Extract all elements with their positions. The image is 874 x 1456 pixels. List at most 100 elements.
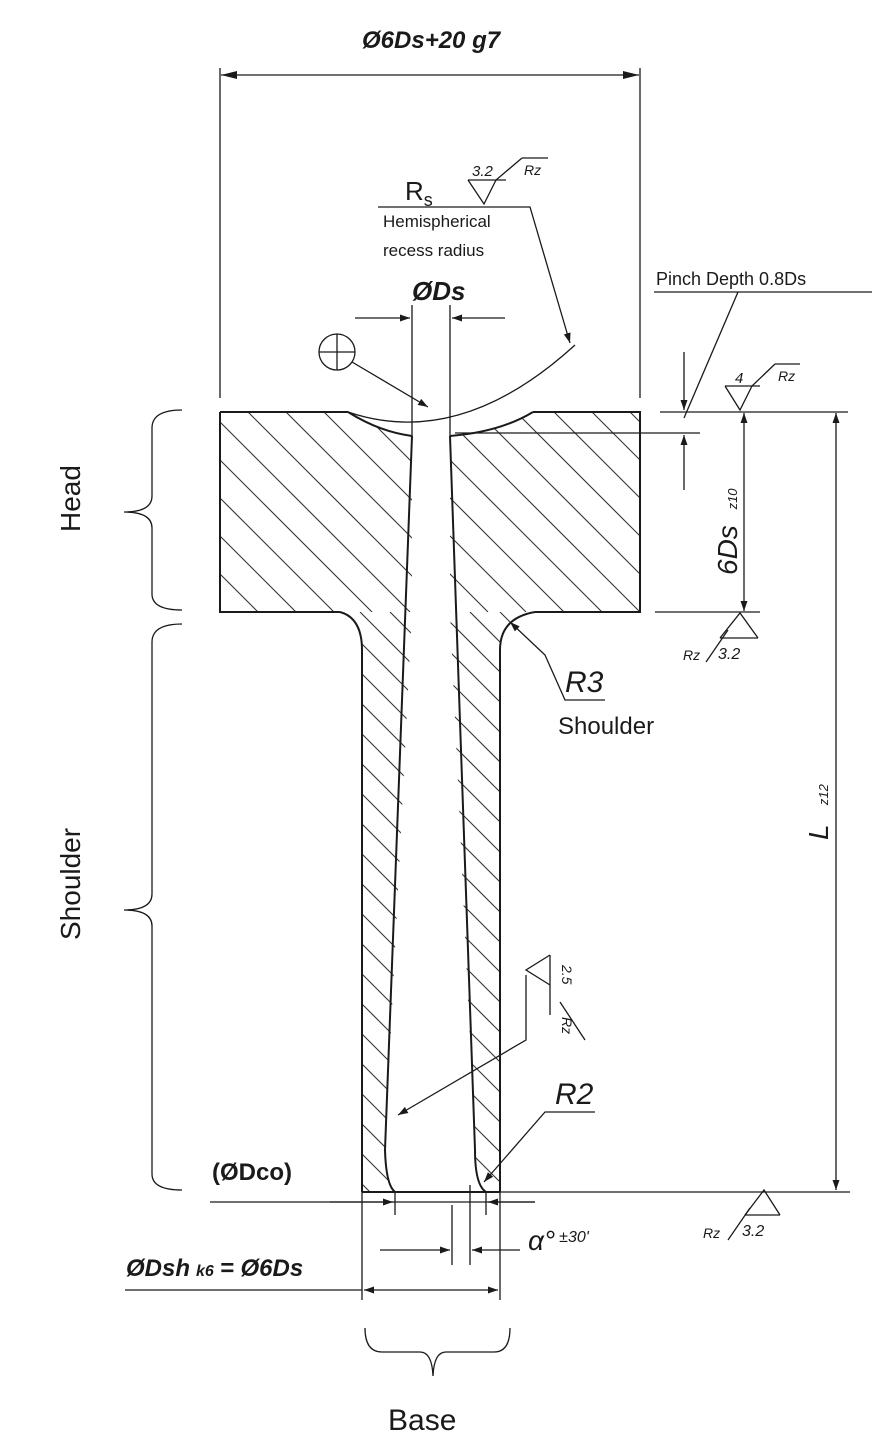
hatch-line [591,412,640,612]
hatch-line [660,612,874,1192]
hatch-line [553,412,640,612]
base-label: Base [388,1404,456,1437]
finish-head-top-value: 4 [735,370,743,387]
hatch-line [450,612,535,1192]
finish-base-param: Rz [703,1225,720,1241]
hatch-line [389,612,412,1192]
hatch-line [285,412,412,612]
head-section [219,411,874,613]
hatch-line [690,612,874,1192]
hatch-line [450,412,489,612]
hatch-line [650,612,874,1192]
hatch-line [450,612,535,1192]
r3-label: R3 [565,666,604,699]
six-ds-label: 6Ds z10 [712,488,743,575]
hatch-line [744,412,874,612]
pinch-depth: Pinch Depth 0.8Ds [455,269,872,490]
hatch-line [870,612,874,1192]
hatch-line [340,612,412,1192]
r3-callout: R3 Shoulder [509,621,654,740]
hatch-line [469,612,535,1192]
finish-base-value: 3.2 [742,1223,764,1240]
hatch-line [740,612,874,1192]
hatch-line [450,612,535,1192]
hatch-line [477,412,640,612]
hatch-line [560,612,874,1192]
surface-finish-base: Rz 3.2 [500,1188,850,1241]
r2-label: R2 [555,1078,594,1111]
hatch-line [600,612,874,1192]
hatch-line [450,612,535,1192]
hatch-line [340,612,412,1192]
hatch-line [420,612,874,1192]
hatch-line [450,412,565,612]
hatch-line [770,612,874,1192]
hatch-line [840,612,874,1192]
hatch-line [590,412,790,612]
hatch-line [340,612,412,1192]
finish-bore-value: 2.5 [559,964,575,985]
surface-finish-recess: 3.2 Rz [467,157,548,206]
finish-head-bottom-value: 3.2 [718,646,740,663]
hatch-line [450,612,535,1192]
hatch-line [340,612,412,1192]
hatch-line [450,612,874,1192]
hatch-line [450,612,535,1192]
shank-right-hatch [450,612,874,1192]
shoulder-side-label: Shoulder [55,828,86,940]
hatch-line [480,612,874,1192]
hatch-line [220,412,259,612]
hatch-line [340,612,412,1192]
shank-left-hatch [340,612,874,1192]
hatch-line [220,412,411,612]
hatch-line [220,412,221,612]
hatch-line [450,612,535,1192]
odco-label: (ØDco) [212,1159,292,1186]
l-label: L z12 [803,783,834,840]
ods-dimension: ØDs [355,276,505,436]
hatch-line [340,612,341,1192]
recess-radius-leader: Rs Hemispherical recess radius 3.2 Rz [347,157,576,423]
hatch-line [680,612,874,1192]
head-height-dimension: 6Ds z10 [655,413,760,613]
alpha-label: α°±30' [528,1225,590,1256]
hatch-line [476,412,676,612]
base-bracket: Base [364,1327,511,1437]
finish-head-top-param: Rz [778,368,795,384]
hatch-line [340,612,412,1192]
hatch-line [399,412,412,612]
ods-label: ØDs [412,276,465,306]
rs-label: Rs [405,176,433,210]
surface-finish-head-top: 4 Rz [724,363,800,412]
hatch-line [750,612,874,1192]
finish-head-bottom-param: Rz [683,647,700,663]
hatch-line [515,412,640,612]
hatch-line [630,612,874,1192]
hatch-line [450,412,640,612]
surface-finish-bore: 2.5 Rz [397,954,586,1116]
hatch-line [450,412,451,612]
hatch-line [668,412,868,612]
r3-shoulder-label: Shoulder [558,713,654,740]
hatch-line [450,612,535,1192]
hatch-line [340,612,412,1192]
finish-bore-param: Rz [559,1017,575,1034]
top-dimension: Ø6Ds+20 g7 [219,27,641,398]
recess-radius-label: recess radius [383,241,484,260]
hatch-line [247,412,412,612]
hatch-line [590,612,874,1192]
hatch-line [340,612,412,1192]
head-bracket: Head [55,409,183,611]
hatch-line [782,412,874,612]
dco-callout: (ØDco) [210,1159,535,1206]
hatch-line [450,612,535,1192]
hatch-line [323,412,412,612]
hemispherical-label: Hemispherical [383,212,491,231]
r2-callout: R2 [483,1078,595,1183]
hatch-line [450,412,603,612]
hatch-line [450,412,527,612]
finish-recess-param: Rz [524,162,541,178]
